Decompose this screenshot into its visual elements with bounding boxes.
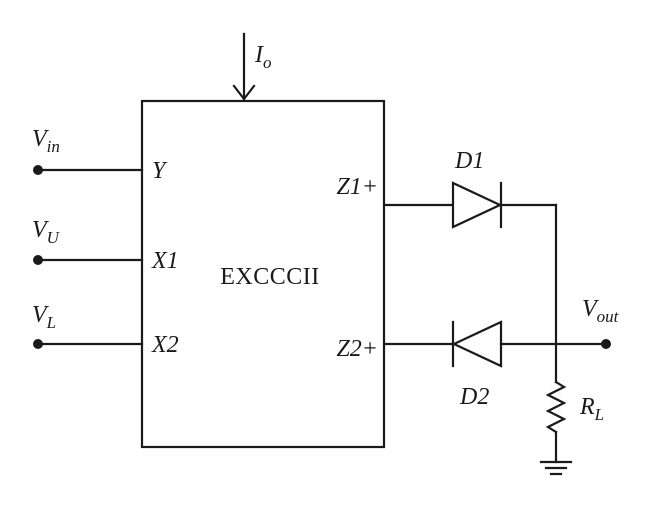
bias-current-arrow: Io xyxy=(232,32,272,101)
exccii-block: EXCCCII xyxy=(140,99,386,449)
input-vl: VL X2 xyxy=(32,302,179,358)
diode-d2-label: D2 xyxy=(459,384,489,410)
vu-label: VU xyxy=(32,217,61,247)
block-rectangle xyxy=(140,99,386,449)
pin-z2-label: Z2+ xyxy=(336,336,378,362)
vl-terminal-dot xyxy=(33,339,43,349)
pin-x1-label: X1 xyxy=(151,248,179,274)
vout-label: Vout xyxy=(582,296,620,326)
vin-terminal-dot xyxy=(33,165,43,175)
diode-d1-label: D1 xyxy=(454,148,484,174)
block-name: EXCCCII xyxy=(220,264,320,290)
z2-branch: Z2+ D2 xyxy=(336,320,606,410)
load-resistor-label: RL xyxy=(579,394,604,424)
diode-d2-icon xyxy=(451,320,503,368)
pin-y-label: Y xyxy=(152,158,168,184)
vu-terminal-dot xyxy=(33,255,43,265)
vout-terminal-dot xyxy=(601,339,611,349)
vin-label: Vin xyxy=(32,126,60,156)
bias-current-label: Io xyxy=(254,42,272,72)
load-resistor-icon xyxy=(545,380,567,434)
input-vin: Vin Y xyxy=(32,126,168,184)
input-vu: VU X1 xyxy=(32,217,179,274)
z1-branch: Z1+ D1 xyxy=(336,148,558,229)
arrow-head-icon xyxy=(232,84,256,101)
pin-z1-label: Z1+ xyxy=(336,174,378,200)
vl-label: VL xyxy=(32,302,56,332)
output-node: RL Vout xyxy=(539,203,620,476)
pin-x2-label: X2 xyxy=(151,332,179,358)
diode-d1-icon xyxy=(451,181,503,229)
